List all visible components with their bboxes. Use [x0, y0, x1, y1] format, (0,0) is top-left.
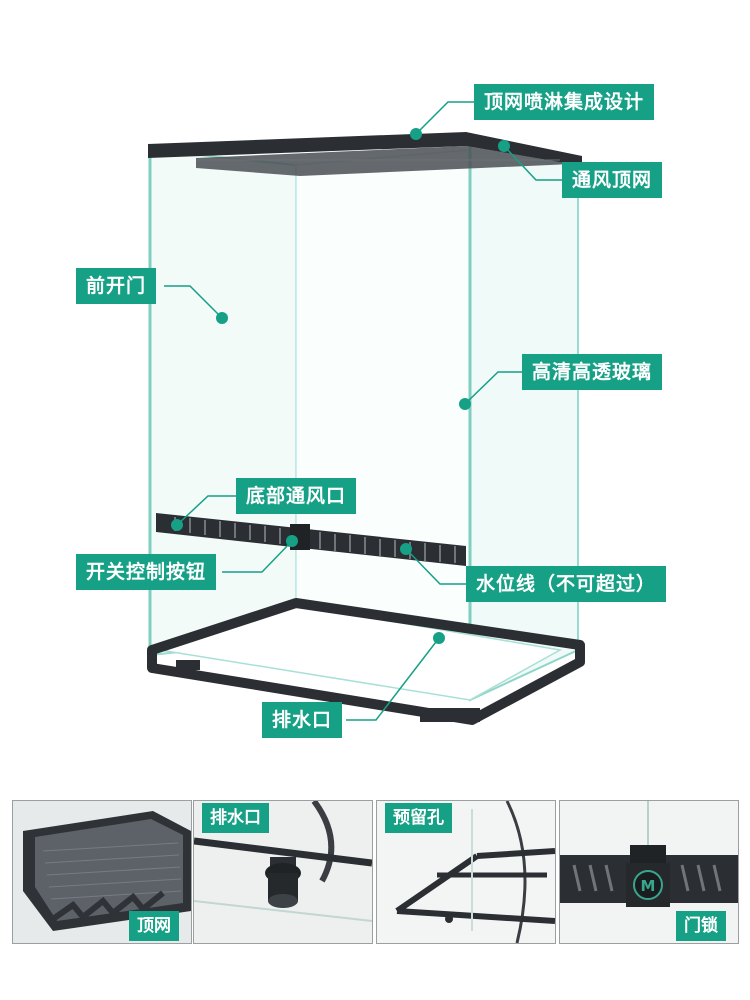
- callout-hd-glass: 高清高透玻璃: [522, 354, 663, 390]
- bottom-vent-strip: [156, 513, 466, 566]
- reserved-hole-photo-icon: [377, 801, 555, 943]
- terrarium-illustration: 顶网喷淋集成设计 通风顶网 前开门 高清高透玻璃 底部通风口 开关控制按钮 水位…: [76, 84, 667, 738]
- top-mesh: [196, 146, 572, 176]
- lock-logo-mark: M: [641, 877, 656, 895]
- glass-back-panel: [295, 149, 471, 641]
- leader-lines: [164, 101, 562, 721]
- detail-panel-reserved-hole: 预留孔: [376, 800, 556, 944]
- detail-label-drain: 排水口: [202, 803, 269, 833]
- terrarium-drawing: [147, 101, 585, 725]
- door-lock-photo-icon: M: [560, 801, 738, 943]
- base-foot-left: [176, 660, 200, 670]
- detail-label-top-mesh: 顶网: [129, 911, 179, 941]
- callout-top-mesh-spray: 顶网喷淋集成设计: [474, 84, 655, 120]
- base-tray: [147, 598, 585, 725]
- callout-vent-top-mesh: 通风顶网: [562, 162, 663, 198]
- detail-panel-drain: 排水口: [193, 800, 373, 944]
- callout-bottom-vent: 底部通风口: [236, 478, 357, 514]
- detail-panel-door-lock: M 门锁: [559, 800, 739, 944]
- callout-drain-outlet: 排水口: [262, 702, 343, 738]
- detail-label-reserved-hole: 预留孔: [385, 803, 452, 833]
- detail-label-door-lock: 门锁: [676, 911, 726, 941]
- callout-front-door: 前开门: [76, 268, 157, 304]
- callout-switch-button: 开关控制按钮: [76, 554, 217, 590]
- detail-panel-top-mesh: 顶网: [12, 800, 192, 944]
- top-frame: [148, 132, 582, 166]
- base-foot-front: [420, 708, 480, 722]
- glass-right-panel: [469, 143, 579, 702]
- callout-water-line: 水位线（不可超过）: [466, 566, 667, 602]
